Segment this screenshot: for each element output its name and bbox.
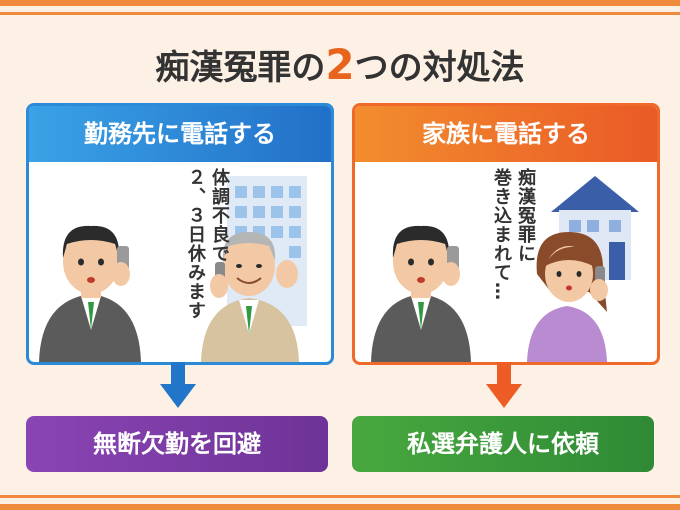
- workplace-illustration: [39, 176, 307, 362]
- workplace-result-banner: 無断欠勤を回避: [26, 416, 328, 472]
- title-prefix: 痴漢冤罪の: [155, 48, 326, 88]
- family-speech-line2: 巻き込まれて…: [491, 168, 512, 301]
- family-card-heading: 家族に電話する: [355, 106, 657, 162]
- family-scene: 痴漢冤罪に 巻き込まれて…: [355, 162, 657, 362]
- page-title: 痴漢冤罪の2つの対処法: [0, 40, 680, 89]
- title-number: 2: [325, 40, 355, 89]
- family-down-arrow-icon: [486, 362, 522, 408]
- family-illustration: [371, 176, 639, 362]
- family-result-banner: 私選弁護人に依頼: [352, 416, 654, 472]
- worried-woman-on-phone-icon: [527, 232, 608, 362]
- workplace-card: 勤務先に電話する: [26, 103, 334, 365]
- title-suffix: つの対処法: [354, 48, 525, 88]
- workplace-card-heading: 勤務先に電話する: [29, 106, 331, 162]
- young-man-on-phone-icon: [371, 225, 471, 362]
- young-man-on-phone-icon: [39, 225, 141, 362]
- manager-on-phone-icon: [201, 232, 299, 362]
- top-stripe-thick: [0, 0, 680, 6]
- bottom-stripe-thick: [0, 504, 680, 510]
- top-stripe-thin: [0, 12, 680, 15]
- family-speech-line1: 痴漢冤罪に: [515, 168, 536, 263]
- workplace-down-arrow-icon: [160, 362, 196, 408]
- family-card: 家族に電話する: [352, 103, 660, 365]
- workplace-scene: 体調不良で ２、３日休みます: [29, 162, 331, 362]
- workplace-speech-line1: 体調不良で: [209, 168, 230, 263]
- workplace-speech-line2: ２、３日休みます: [185, 168, 206, 320]
- bottom-stripe-thin: [0, 495, 680, 498]
